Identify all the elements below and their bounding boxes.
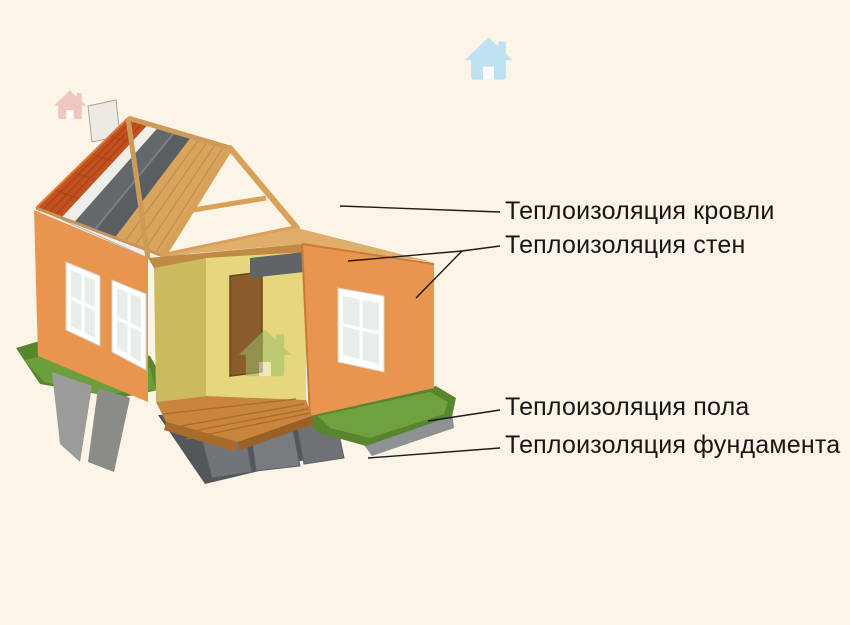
- front-facade: [34, 210, 148, 402]
- label-foundation-insulation: Теплоизоляция фундамента: [505, 431, 841, 459]
- wall-insulation-slab: [250, 252, 304, 278]
- foundation-left: [52, 372, 130, 472]
- grass-right: [302, 386, 456, 456]
- leader-line-walls-c: [415, 250, 463, 299]
- house-icon-blue: [464, 37, 513, 80]
- window-front: [111, 279, 147, 371]
- interior-cutaway: [154, 252, 306, 402]
- floor-planks: [156, 396, 314, 452]
- leader-line-foundation: [367, 447, 501, 459]
- leader-line-walls-a: [461, 245, 501, 252]
- leader-lines: [339, 205, 501, 459]
- window-left: [65, 261, 101, 347]
- leader-line-floor: [427, 409, 501, 422]
- ridge-beam: [127, 115, 231, 151]
- leader-line-walls-b: [347, 250, 463, 262]
- leader-line-roof: [339, 205, 501, 213]
- house-icon-pink: [53, 90, 87, 120]
- label-floor-insulation: Теплоизоляция пола: [505, 393, 750, 421]
- right-facade: [301, 243, 435, 417]
- eave-fascia: [35, 206, 164, 258]
- window-right: [337, 287, 385, 373]
- gable-rafter: [125, 117, 151, 259]
- label-wall-insulation: Теплоизоляция стен: [505, 231, 746, 259]
- interior-side-wall: [154, 258, 206, 402]
- label-roof-insulation: Теплоизоляция кровли: [505, 197, 775, 225]
